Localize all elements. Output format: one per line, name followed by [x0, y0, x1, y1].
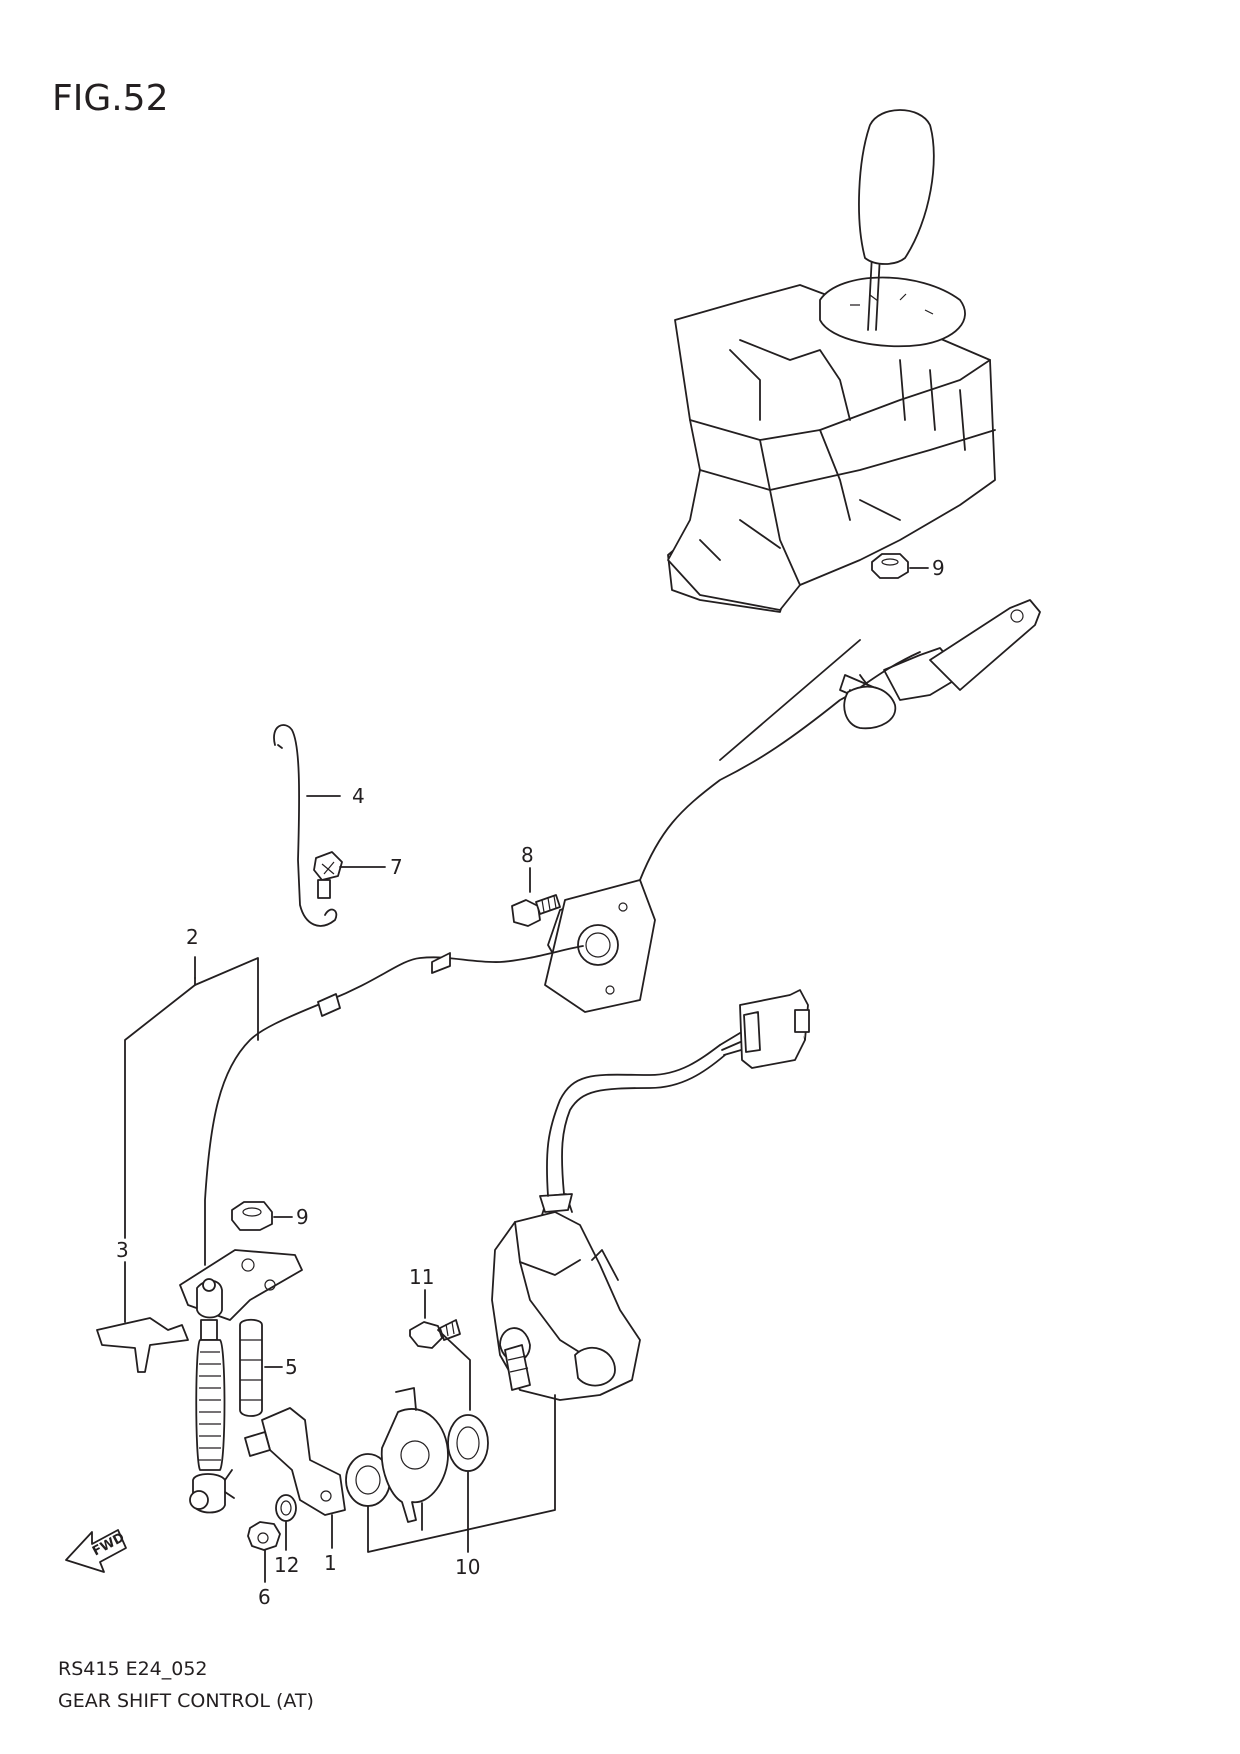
washer-12 [275, 1494, 297, 1522]
figure-title: FIG.52 [52, 78, 169, 119]
wire-clip [273, 724, 338, 927]
range-switch [491, 989, 810, 1401]
callout-5: 5 [285, 1355, 298, 1379]
callout-12: 12 [274, 1553, 299, 1577]
callout-8: 8 [521, 843, 534, 867]
screw-7 [313, 851, 343, 899]
callout-2: 2 [186, 925, 199, 949]
callout-9-upper: 9 [932, 556, 945, 580]
callout-9-lower: 9 [296, 1205, 309, 1229]
retainer-clip-3 [96, 1317, 189, 1373]
diagram-caption: GEAR SHIFT CONTROL (AT) [58, 1690, 314, 1712]
shift-cable [204, 651, 921, 1266]
callout-6: 6 [258, 1585, 271, 1609]
select-lever-1 [244, 1407, 346, 1516]
diagram-code: RS415 E24_052 [58, 1658, 208, 1680]
nut-9-lower [231, 1201, 273, 1231]
callout-11: 11 [409, 1265, 434, 1289]
cable-bracket [179, 1249, 303, 1514]
bolt-8 [511, 894, 561, 927]
lock-washer [380, 1387, 449, 1523]
nut-6 [247, 1521, 281, 1551]
callout-1: 1 [324, 1551, 337, 1575]
callout-3: 3 [116, 1238, 129, 1262]
seal-ring [447, 1414, 489, 1472]
pin-5 [239, 1318, 263, 1417]
callout-labels: 2 3 4 7 8 9 9 5 11 10 1 12 6 [116, 556, 945, 1609]
leader-lines [124, 567, 929, 1583]
fwd-arrow-icon: FWD [65, 1529, 127, 1573]
callout-4: 4 [352, 784, 365, 808]
nut-9-upper [871, 553, 909, 579]
callout-7: 7 [390, 855, 403, 879]
bolt-11 [409, 1319, 461, 1349]
callout-10: 10 [455, 1555, 480, 1579]
shift-lever-assembly [667, 109, 1041, 761]
